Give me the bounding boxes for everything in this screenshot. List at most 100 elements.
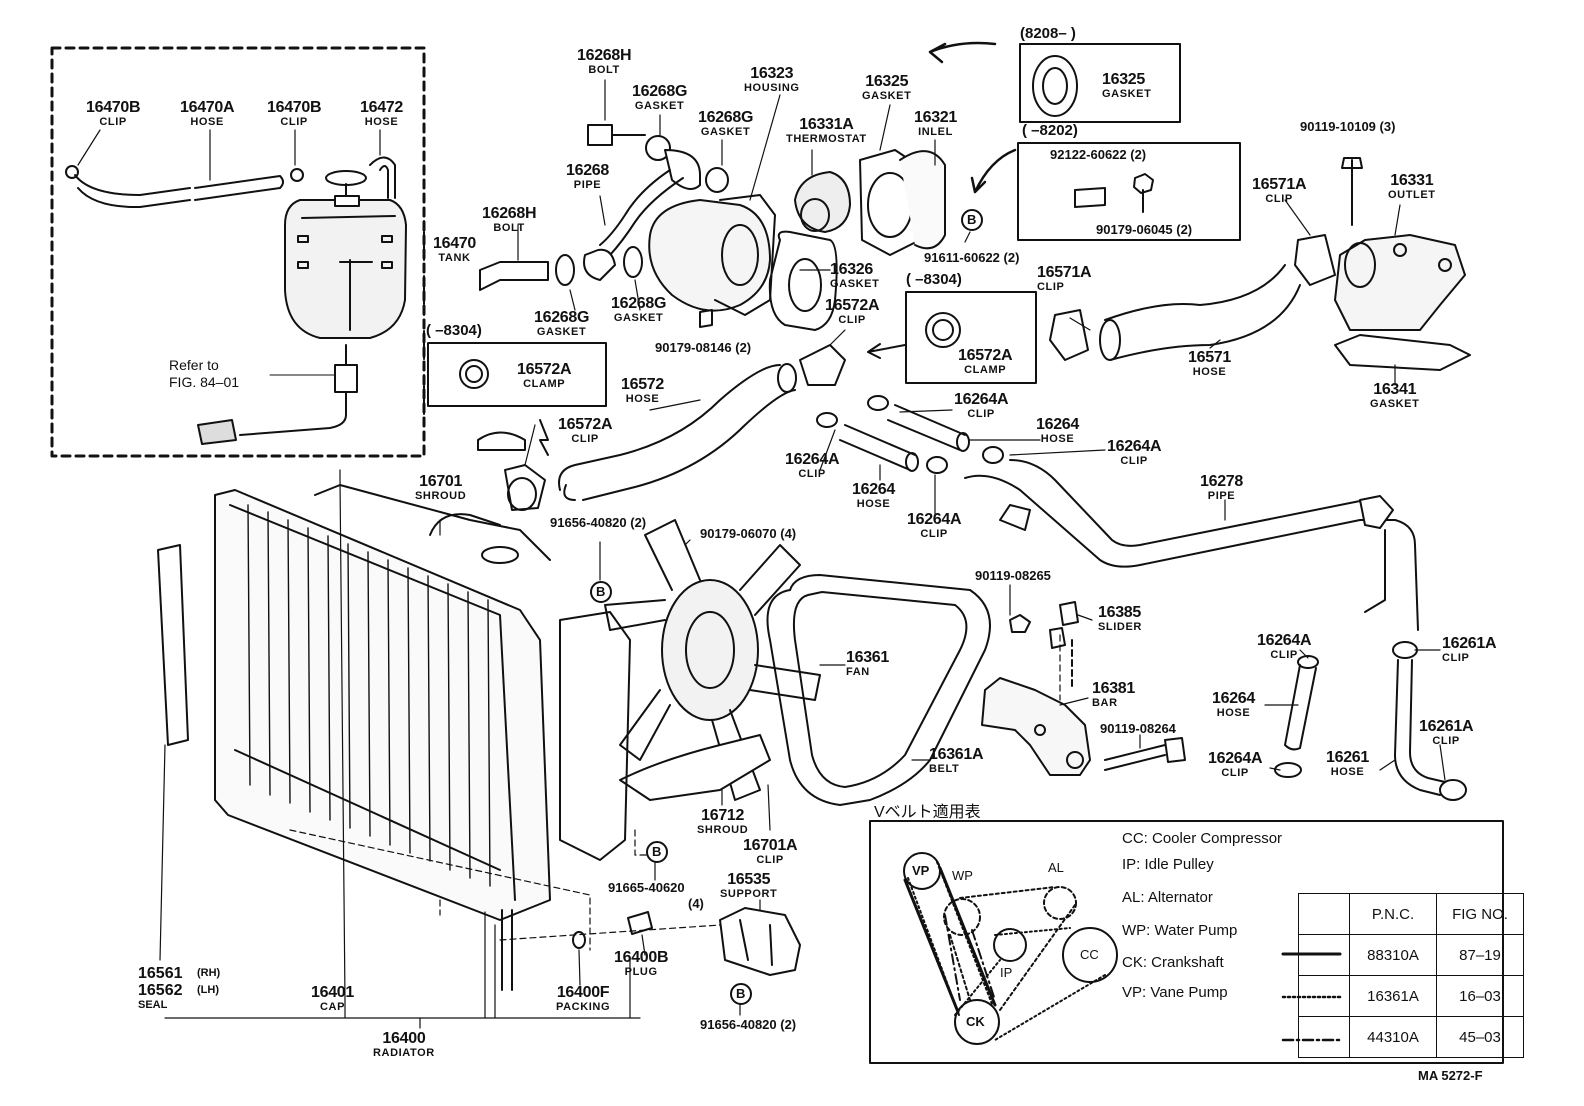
leader-lines [77,79,1446,1029]
hose-16264-b [887,404,966,451]
support [719,907,801,976]
partno-92122-60622: 92122-60622 (2) [1050,147,1147,162]
refer-to-text: Refer to [169,357,219,373]
reserve-tank [284,170,407,339]
table-cell-fig: 16–03 [1436,975,1524,1017]
seal-lh-side: (LH) [197,984,219,996]
range-8304-right: ( –8304) [906,271,962,288]
partno-91665-40620-qty: (4) [688,896,704,911]
partno-90119-10109: 90119-10109 (3) [1300,119,1396,134]
b-marker-3-text: B [652,844,662,859]
cooling-fan [604,519,821,801]
b-marker-1 [961,209,983,231]
pulley-label-wp: WP [952,868,973,883]
range-8208: (8208– ) [1020,25,1076,42]
table-corner [1298,893,1350,935]
legend-item-wp: WP: Water Pump [1122,922,1238,939]
water-outlet [1334,234,1471,371]
seal-lh-pn: 16562 [138,982,183,999]
legend-item-vp: VP: Vane Pump [1122,984,1228,1001]
table-cell-pnc: 88310A [1349,934,1437,976]
partno-91611-60622: 91611-60622 (2) [924,250,1020,265]
line-sample-dash-dot [1298,1016,1350,1058]
partno-91665-40620: 91665-40620 [608,880,685,895]
partno-90119-08264: 90119-08264 [1100,721,1176,736]
water-inlet-assembly [479,124,776,328]
seal-rh-pn: 16561 [138,965,183,982]
partno-90179-06045: 90179-06045 (2) [1096,222,1193,237]
table-header-pnc: P.N.C. [1349,893,1437,935]
hose-16264-a [839,424,916,471]
v-belt [766,574,991,806]
partno-91656-40820-bottom: 91656-40820 (2) [700,1017,797,1032]
hose-16571 [1104,264,1301,361]
pulley-label-ck: CK [966,1014,985,1029]
range-8202: ( –8202) [1022,122,1078,139]
legend-item-ck: CK: Crankshaft [1122,954,1224,971]
refer-fig-text: FIG. 84–01 [169,374,240,390]
lower-shroud [619,734,771,801]
partno-90179-08146: 90179-08146 (2) [655,340,752,355]
table-row: 88310A 87–19 [1298,934,1524,976]
table-header-fig: FIG NO. [1436,893,1524,935]
hose-16261 [1394,659,1446,796]
adjusting-bar [981,677,1091,776]
partno-90179-06070: 90179-06070 (4) [700,526,797,541]
pulley-label-vp: VP [912,863,930,878]
range-8304-left: ( –8304) [426,322,482,339]
table-row: 44310A 45–03 [1298,1016,1524,1058]
legend-item-al: AL: Alternator [1122,889,1213,906]
radiator [214,484,551,991]
seal-rh-side: (RH) [197,967,221,979]
hose-16572 [558,364,796,501]
line-sample-solid [1298,934,1350,976]
inset-gasket-8208 [1019,43,1181,123]
pulley-label-ip: IP [1000,965,1013,980]
pulley-diagram [903,852,1118,1045]
seal-name: SEAL [138,999,168,1011]
inset-clamp-8304-left [427,342,607,407]
table-cell-pnc: 44310A [1349,1016,1437,1058]
pipe-16278 [964,459,1419,631]
arrow-to-b1 [970,148,1017,194]
radiator-cap [477,431,526,451]
belt-application-table: P.N.C. FIG NO. 88310A 87–19 16361A 16–03… [1298,893,1524,1058]
hose-16264-c [1284,664,1317,751]
seal [157,544,189,746]
b-marker-4-text: B [736,986,746,1001]
partno-91656-40820-top: 91656-40820 (2) [550,515,647,530]
